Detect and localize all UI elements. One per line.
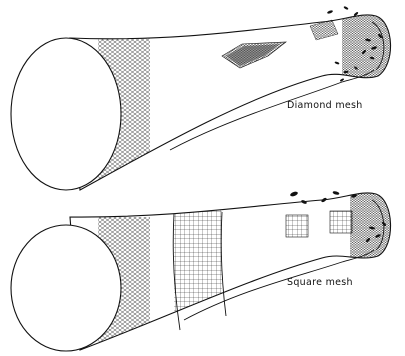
- fish-icon: [332, 191, 339, 196]
- trawl-mouth-opening: [11, 225, 121, 351]
- fish-icon: [290, 191, 299, 197]
- codend-diamond-mesh: [342, 12, 394, 82]
- diamond-mesh-trawl: Diamond mesh: [11, 6, 394, 190]
- square-mesh-window: [286, 215, 308, 237]
- square-mesh-trawl: Square mesh: [11, 191, 396, 351]
- square-mesh-caption: Square mesh: [287, 277, 353, 288]
- fish-icon: [327, 10, 334, 14]
- diamond-mesh-caption: Diamond mesh: [287, 100, 363, 111]
- trawl-mouth-opening: [11, 38, 121, 190]
- square-mesh-window: [330, 211, 352, 233]
- fish-icon: [343, 6, 348, 10]
